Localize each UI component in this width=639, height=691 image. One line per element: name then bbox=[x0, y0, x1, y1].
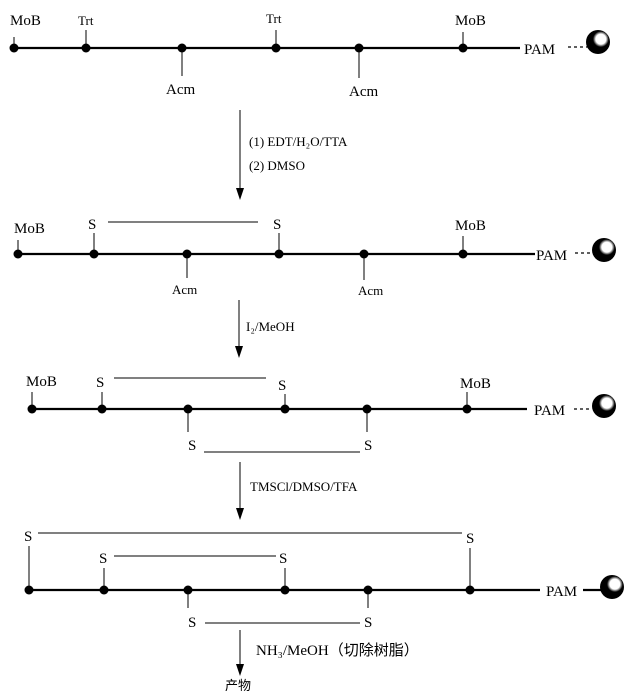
cys-residue bbox=[280, 585, 290, 595]
acm-label: Acm bbox=[172, 282, 197, 297]
cys-residue bbox=[9, 43, 19, 53]
cys-residue bbox=[27, 404, 37, 414]
cys-residue bbox=[362, 404, 372, 414]
sulfur-label: S bbox=[24, 529, 32, 545]
mob-label: MoB bbox=[460, 376, 491, 392]
mob-label: MoB bbox=[455, 13, 486, 29]
acm-label: Acm bbox=[349, 84, 378, 100]
sulfur-label: S bbox=[99, 551, 107, 567]
cys-residue bbox=[81, 43, 91, 53]
cys-residue bbox=[24, 585, 34, 595]
mob-label: MoB bbox=[14, 221, 45, 237]
cys-residue bbox=[99, 585, 109, 595]
step1-reagent-line2: (2) DMSO bbox=[249, 158, 305, 173]
pam-label: PAM bbox=[546, 584, 577, 600]
cys-residue bbox=[465, 585, 475, 595]
mob-label: MoB bbox=[26, 374, 57, 390]
pam-label: PAM bbox=[536, 248, 567, 264]
cys-residue bbox=[182, 249, 192, 259]
trt-label: Trt bbox=[78, 13, 94, 28]
resin-bead-icon bbox=[586, 30, 610, 54]
sulfur-label: S bbox=[278, 378, 286, 394]
cys-residue bbox=[462, 404, 472, 414]
sulfur-label: S bbox=[88, 217, 96, 233]
reaction-arrow-1: (1) EDT/H₂O/TTA (2) DMSO bbox=[236, 110, 348, 200]
cys-residue bbox=[13, 249, 23, 259]
mob-label: MoB bbox=[10, 13, 41, 29]
step2-reagent: I₂/MeOH bbox=[246, 319, 295, 334]
sulfur-label: S bbox=[279, 551, 287, 567]
sulfur-label: S bbox=[96, 375, 104, 391]
peptide-row-3: S S MoB MoB S S PAM bbox=[26, 374, 616, 454]
reaction-arrow-3: TMSCl/DMSO/TFA bbox=[236, 462, 358, 520]
cys-residue bbox=[274, 249, 284, 259]
sulfur-label: S bbox=[188, 615, 196, 631]
step3-reagent: TMSCl/DMSO/TFA bbox=[250, 479, 358, 494]
cys-residue bbox=[183, 585, 193, 595]
peptide-row-2: S S MoB Acm Acm MoB PAM bbox=[13, 217, 616, 298]
cys-residue bbox=[363, 585, 373, 595]
resin-bead-icon bbox=[592, 238, 616, 262]
product-label: 产物 bbox=[225, 679, 251, 691]
cys-residue bbox=[89, 249, 99, 259]
sulfur-label: S bbox=[466, 531, 474, 547]
trt-label: Trt bbox=[266, 11, 282, 26]
cys-residue bbox=[458, 43, 468, 53]
pam-label: PAM bbox=[524, 42, 555, 58]
peptide-row-1: MoB Trt Acm Trt Acm MoB PAM bbox=[9, 11, 610, 100]
reaction-arrow-4: NH₃/MeOH（切除树脂） 产物 bbox=[225, 630, 419, 691]
mob-label: MoB bbox=[455, 218, 486, 234]
peptide-row-4: S S S S S S PAM bbox=[24, 529, 624, 631]
resin-bead-icon bbox=[600, 575, 624, 599]
cys-residue bbox=[458, 249, 468, 259]
pam-label: PAM bbox=[534, 403, 565, 419]
cys-residue bbox=[97, 404, 107, 414]
cys-residue bbox=[354, 43, 364, 53]
sulfur-label: S bbox=[188, 438, 196, 454]
sulfur-label: S bbox=[364, 438, 372, 454]
reaction-arrow-2: I₂/MeOH bbox=[235, 300, 295, 358]
cys-residue bbox=[280, 404, 290, 414]
resin-bead-icon bbox=[592, 394, 616, 418]
cys-residue bbox=[271, 43, 281, 53]
cys-residue bbox=[177, 43, 187, 53]
step4-reagent: NH₃/MeOH（切除树脂） bbox=[256, 642, 419, 659]
acm-label: Acm bbox=[358, 283, 383, 298]
sulfur-label: S bbox=[273, 217, 281, 233]
step1-reagent-line1: (1) EDT/H₂O/TTA bbox=[249, 134, 348, 149]
cys-residue bbox=[359, 249, 369, 259]
acm-label: Acm bbox=[166, 82, 195, 98]
sulfur-label: S bbox=[364, 615, 372, 631]
cys-residue bbox=[183, 404, 193, 414]
